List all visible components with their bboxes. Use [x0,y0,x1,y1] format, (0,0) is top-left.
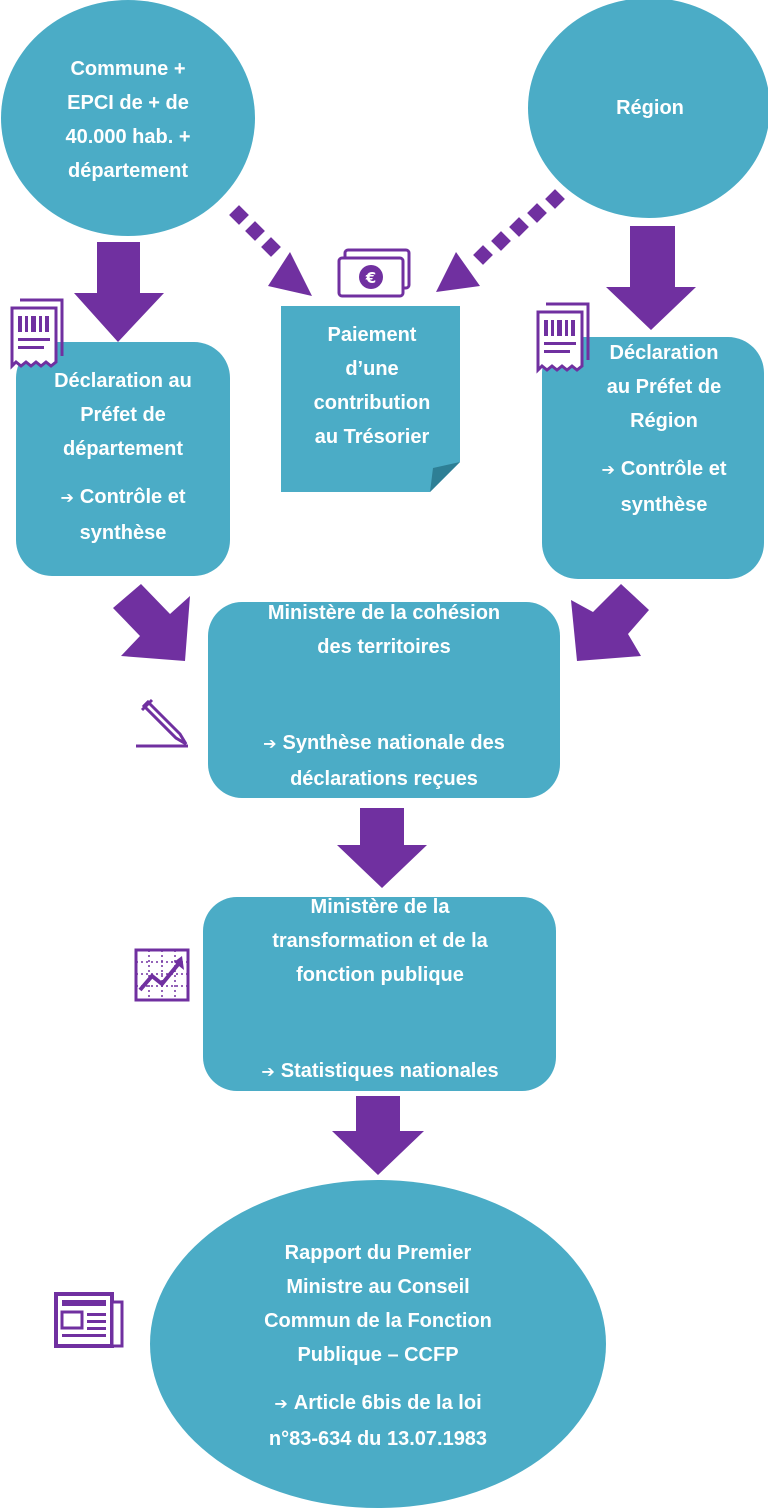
rapport-node [150,1180,606,1508]
arrow-bullet-icon: ➔ [601,462,615,479]
arrow-bullet-icon: ➔ [274,1396,288,1413]
dotted-arrow-commune-to-paiement [229,205,312,296]
prefet-region-label: Déclaration au Préfet de Région ➔Contrôl… [601,342,727,516]
region-label: Région [616,97,684,119]
arrow-region-to-prefet [606,226,696,330]
newspaper-icon [54,1292,124,1348]
arrow-bullet-icon: ➔ [261,1064,275,1081]
arrow-bullet-icon: ➔ [263,736,277,753]
arrow-cohesion-to-transformation [337,808,427,888]
dotted-arrow-region-to-paiement [436,189,565,292]
arrow-transformation-to-rapport [332,1096,424,1175]
paiement-node [281,306,460,492]
money-euro-icon: € [337,248,411,298]
arrow-commune-to-prefet [74,242,164,342]
arrow-bullet-icon: ➔ [60,490,74,507]
chart-icon [134,948,190,1002]
commune-label: Commune + EPCI de + de 40.000 hab. + dép… [65,58,191,182]
prefet-region-sub: ➔Contrôle et [601,458,727,480]
ministere-transformation-node [203,897,556,1091]
ministere-cohesion-label: Ministère de la cohésion des territoires… [263,602,505,790]
ministere-transformation-label: Ministère de la transformation et de la … [208,890,552,1090]
paiement-label: Paiement d’une contribution au Trésorier [313,324,431,448]
prefet-departement-node [16,342,230,576]
arrow-prefet-departement-to-ministere [113,584,190,661]
prefet-departement-sub: ➔Contrôle et [60,486,186,508]
receipt-icon [10,298,64,370]
prefet-departement-label: Déclaration au Préfet de département ➔Co… [54,370,192,544]
paiement-fold [430,462,460,492]
ministere-transformation-sub: ➔Statistiques nationales [261,1060,499,1082]
rapport-sub: ➔Article 6bis de la loi [274,1392,482,1414]
pencil-icon [136,698,188,748]
prefet-region-node [542,337,764,579]
rapport-label: Rapport du Premier Ministre au Conseil C… [264,1242,492,1450]
commune-node [1,0,255,236]
ministere-cohesion-sub: ➔Synthèse nationale des [263,732,505,754]
region-node [528,0,768,218]
arrow-prefet-region-to-ministere [571,584,649,661]
receipt-icon [536,302,590,374]
svg-text:€: € [365,269,376,287]
ministere-cohesion-node [208,602,560,798]
